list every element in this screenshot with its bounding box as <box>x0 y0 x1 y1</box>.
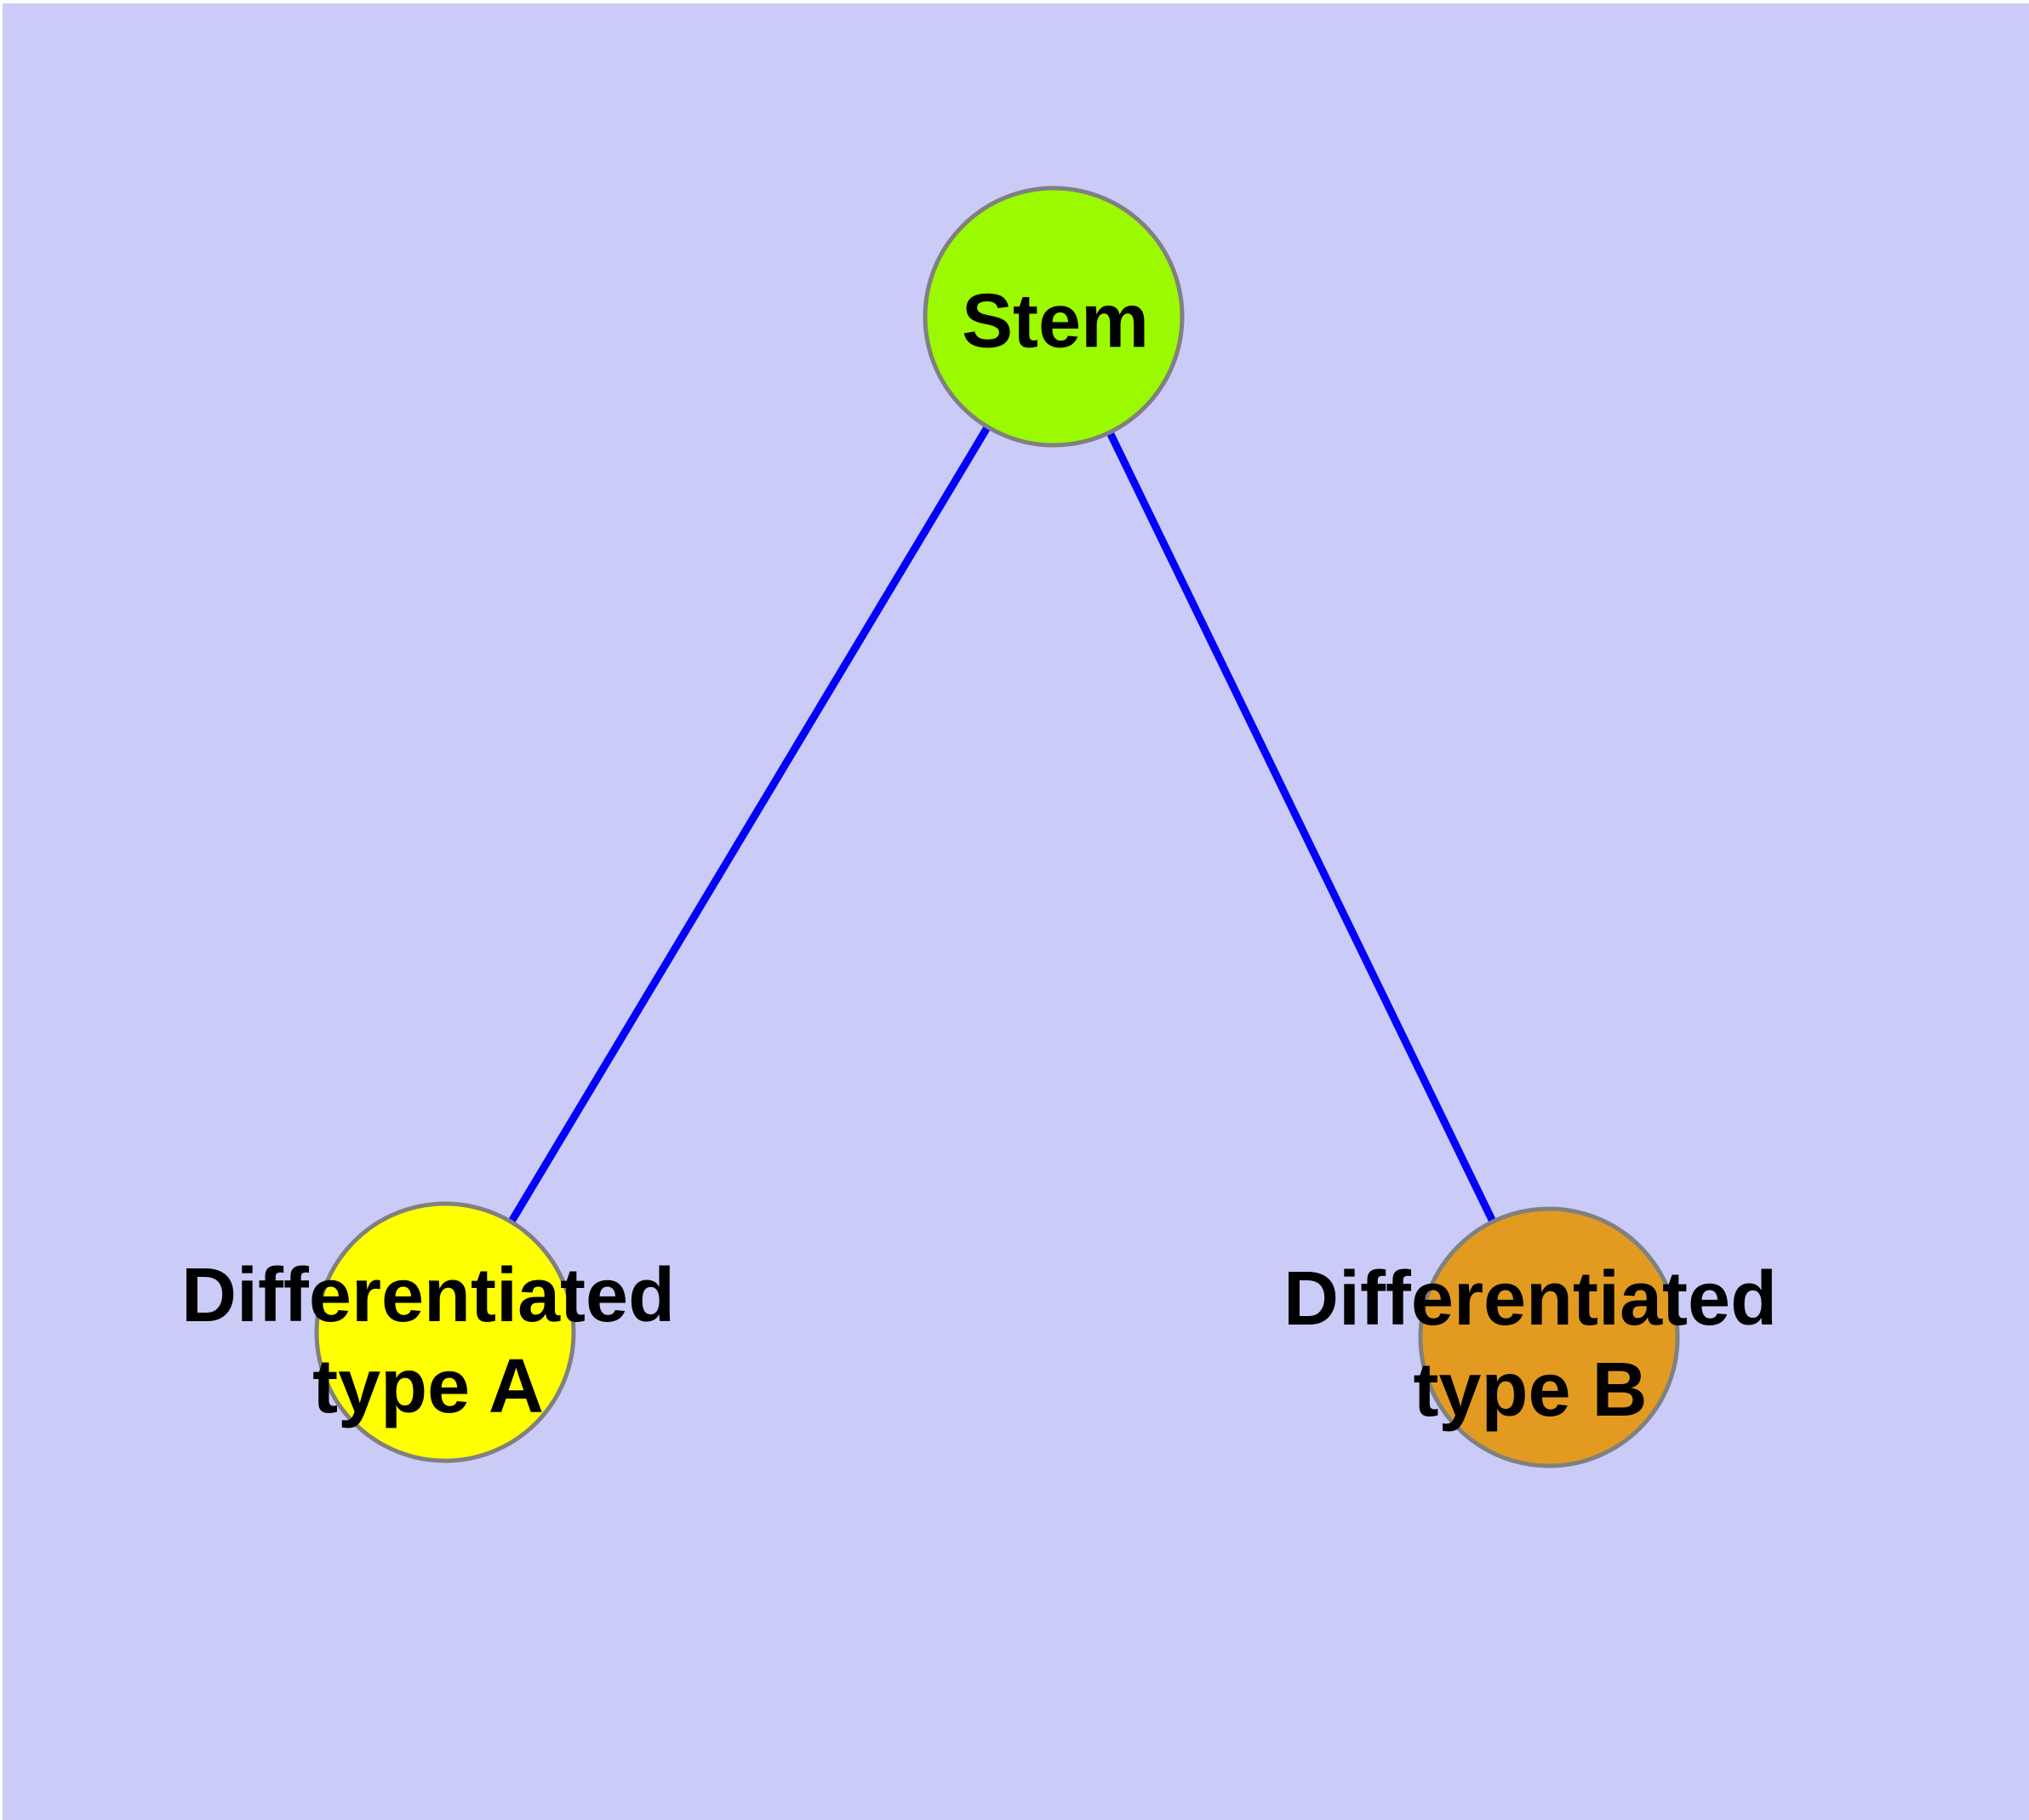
node-label-line: Differentiated <box>180 1253 676 1338</box>
node-circle-stem <box>923 186 1185 448</box>
edge-stem-diff-b <box>1049 315 1553 1339</box>
node-label-line: type B <box>1413 1348 1648 1433</box>
edge-stem-diff-a <box>442 314 1057 1335</box>
plot-margin-left <box>0 0 3 1820</box>
node-circle-diff-b <box>1418 1206 1680 1468</box>
node-label-line: type A <box>312 1344 544 1429</box>
node-label-stem: Stem <box>962 277 1149 368</box>
node-label-line: Stem <box>961 278 1150 364</box>
node-circle-diff-a <box>314 1201 576 1463</box>
node-label-line: Differentiated <box>1283 1256 1778 1342</box>
plot-margin-top <box>0 0 2029 3</box>
